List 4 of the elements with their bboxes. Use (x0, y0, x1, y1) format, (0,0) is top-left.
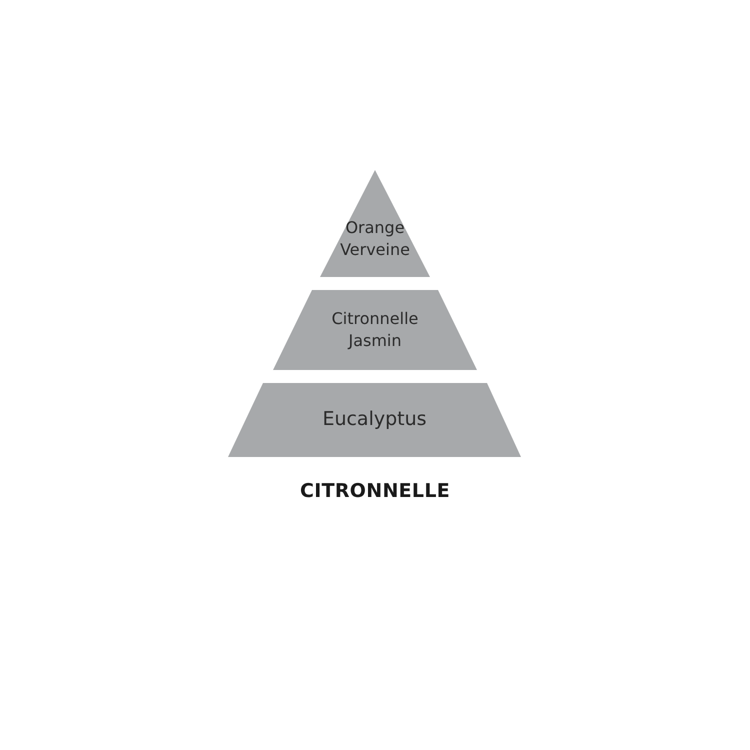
tier-label: Citronnelle Jasmin (330, 308, 420, 352)
title: CITRONNELLE (298, 480, 452, 502)
tier-label: Eucalyptus (322, 407, 427, 432)
tier-label: Orange Verveine (339, 216, 411, 260)
